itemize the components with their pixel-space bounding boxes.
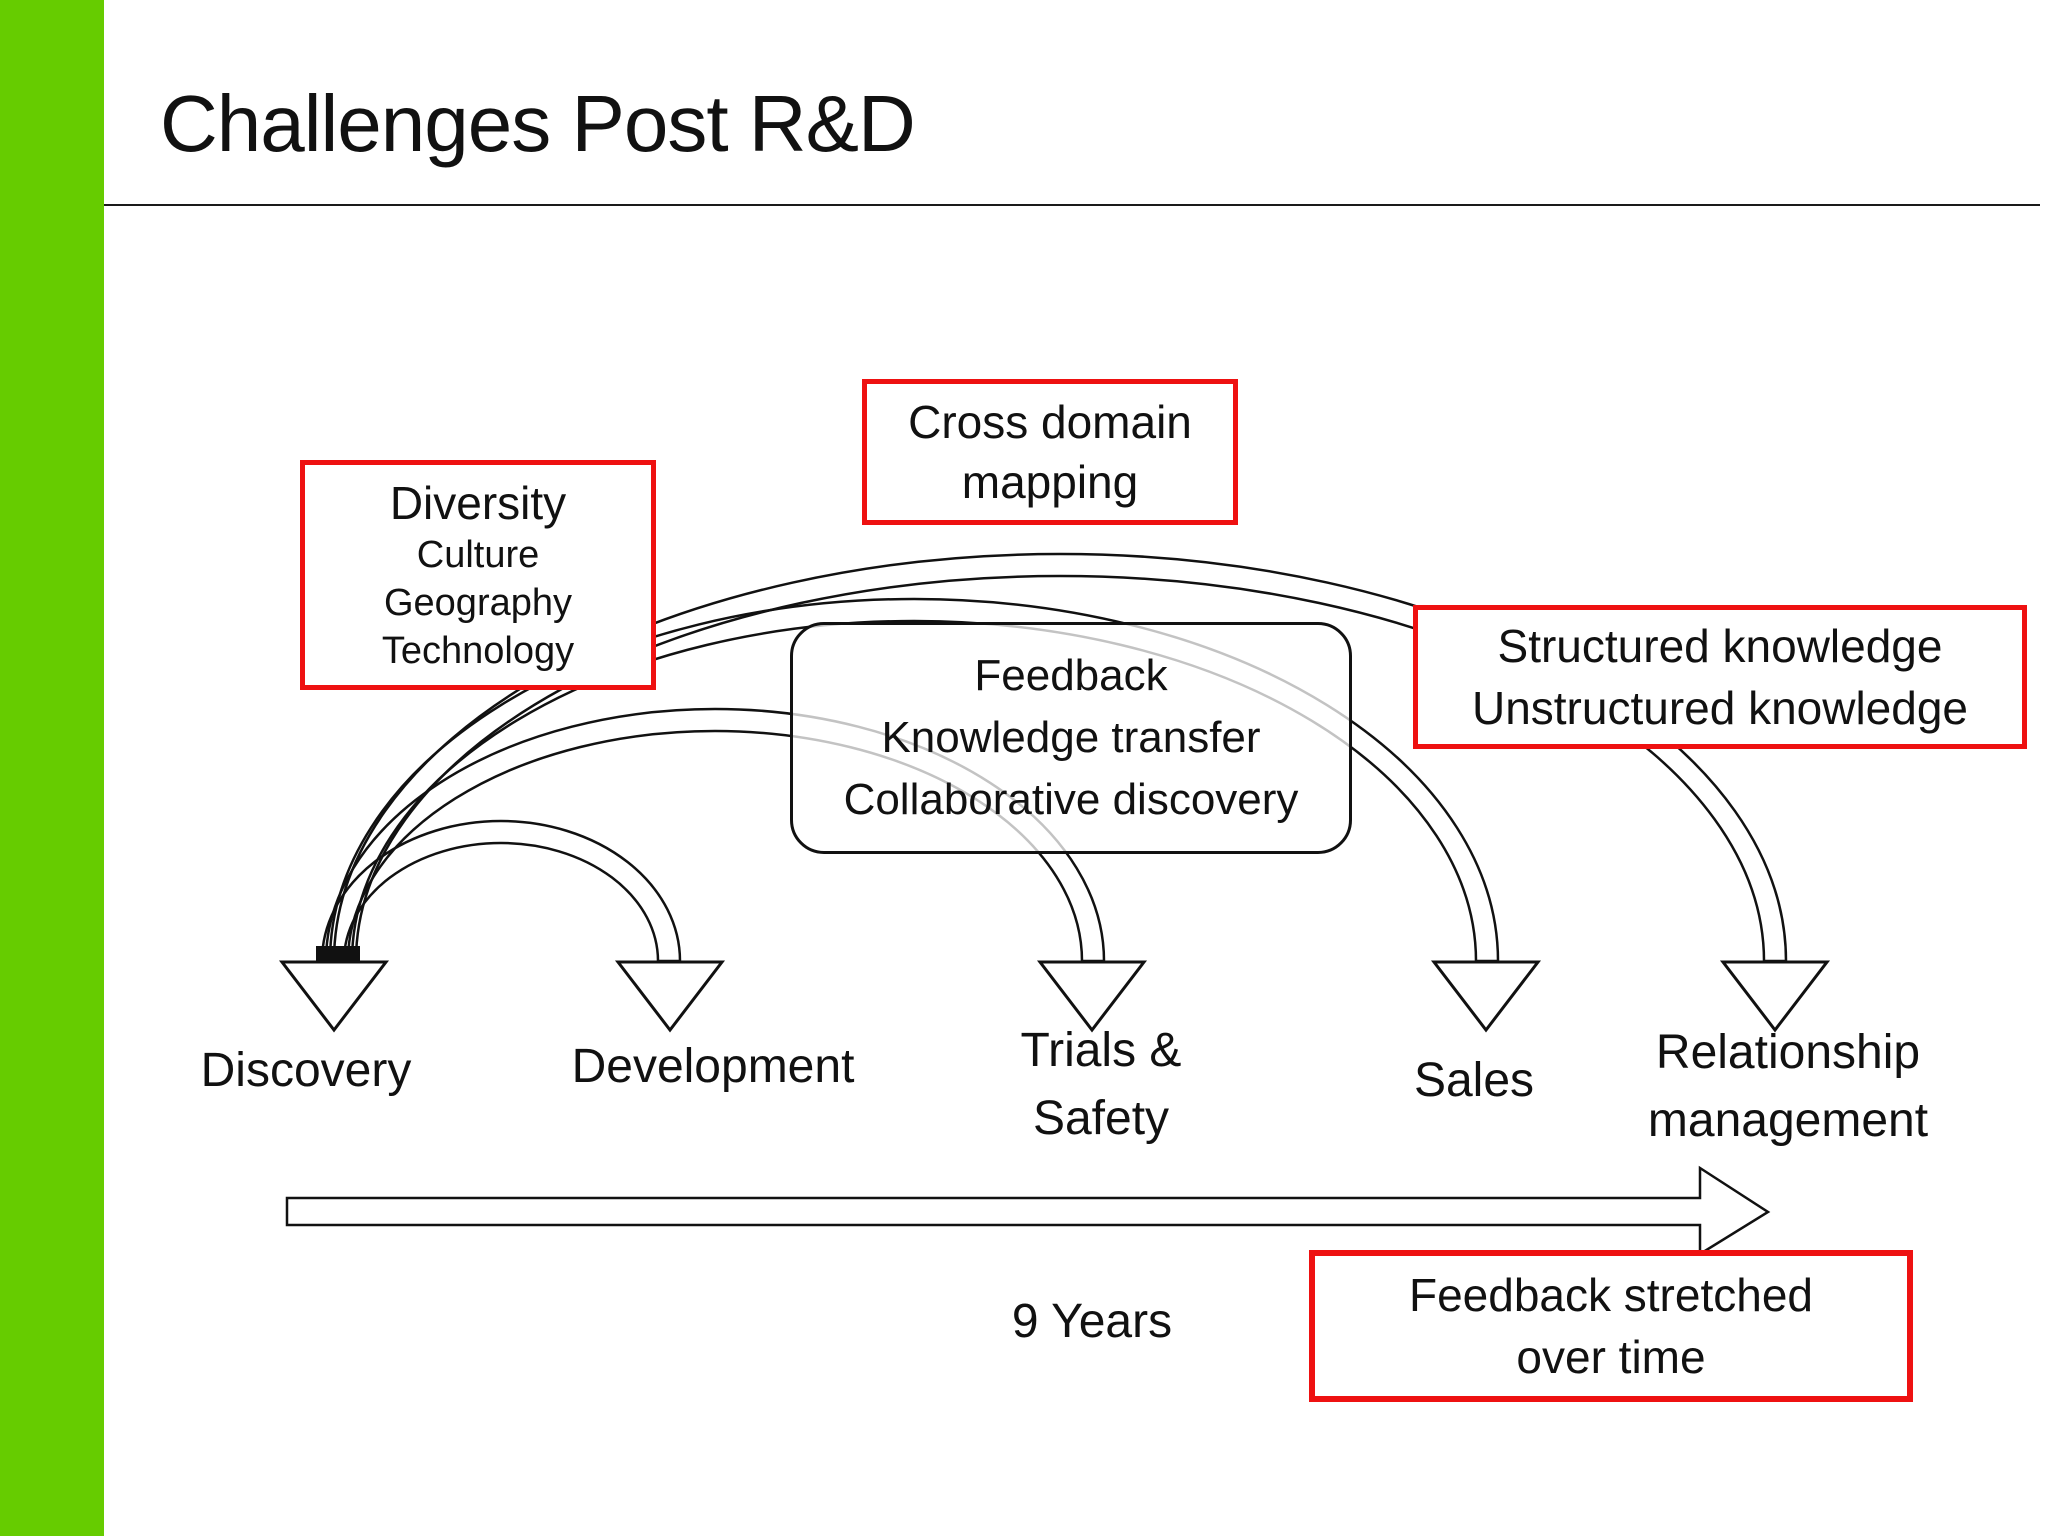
stage-label-relationship-management: Relationship management bbox=[1598, 1019, 1978, 1155]
callout-knowledge: Structured knowledge Unstructured knowle… bbox=[1413, 605, 2027, 749]
callout-feedback-line: Collaborative discovery bbox=[843, 775, 1299, 824]
stage-label-line: Discovery bbox=[200, 1044, 412, 1097]
callout-diversity-line: Culture bbox=[416, 534, 540, 576]
callout-diversity-line: Geography bbox=[383, 582, 572, 624]
stage-arrowhead-trials-icon bbox=[1036, 960, 1148, 1033]
callout-feedback-stretched: Feedback stretched over time bbox=[1309, 1250, 1913, 1402]
stage-label-line: Relationship bbox=[1655, 1026, 1921, 1079]
callout-diversity-line: Technology bbox=[381, 630, 575, 672]
callout-feedback-transfer: Feedback Knowledge transfer Collaborativ… bbox=[790, 622, 1352, 854]
callout-feedback-line: Knowledge transfer bbox=[881, 713, 1261, 762]
page-title: Challenges Post R&D bbox=[160, 79, 916, 168]
callout-diversity-heading: Diversity bbox=[389, 477, 567, 529]
callout-knowledge-line: Structured knowledge bbox=[1497, 620, 1943, 672]
callout-stretched-line: Feedback stretched bbox=[1408, 1269, 1813, 1321]
stage-label-discovery: Discovery bbox=[116, 1037, 496, 1105]
stage-label-line: management bbox=[1647, 1094, 1929, 1147]
green-accent-bar bbox=[0, 0, 104, 1536]
callout-knowledge-line: Unstructured knowledge bbox=[1471, 682, 1969, 734]
timeline-duration-label: 9 Years bbox=[1011, 1295, 1173, 1348]
callout-feedback-line: Feedback bbox=[974, 651, 1168, 700]
stage-arrowhead-development-icon bbox=[614, 960, 726, 1033]
stage-arrowhead-discovery-icon bbox=[278, 960, 390, 1033]
stage-arrowhead-relationship-icon bbox=[1719, 960, 1831, 1033]
callout-diversity: Diversity Culture Geography Technology bbox=[300, 460, 656, 690]
stage-label-line: Sales bbox=[1413, 1054, 1535, 1107]
stage-arrowhead-sales-icon bbox=[1430, 960, 1542, 1033]
timeline-arrow-icon bbox=[285, 1165, 1771, 1257]
title-divider-line bbox=[104, 204, 2040, 206]
stage-label-line: Safety bbox=[1032, 1092, 1170, 1145]
stage-label-development: Development bbox=[523, 1033, 903, 1101]
callout-cross-line: mapping bbox=[961, 456, 1139, 508]
stage-label-line: Development bbox=[571, 1040, 855, 1093]
stage-label-line: Trials & bbox=[1020, 1024, 1182, 1077]
connector-origin-cap bbox=[316, 946, 360, 961]
stage-label-trials-safety: Trials & Safety bbox=[911, 1017, 1291, 1153]
callout-cross-domain-mapping: Cross domain mapping bbox=[862, 379, 1238, 525]
callout-stretched-line: over time bbox=[1516, 1331, 1706, 1383]
callout-cross-line: Cross domain bbox=[908, 396, 1192, 448]
stage-label-sales: Sales bbox=[1284, 1047, 1664, 1115]
